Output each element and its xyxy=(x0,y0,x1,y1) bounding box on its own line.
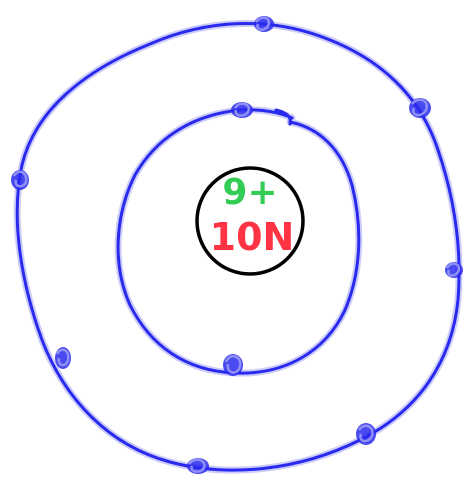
electron xyxy=(254,16,274,32)
protons-label: 9+ xyxy=(222,172,277,213)
electron xyxy=(231,102,253,118)
electron xyxy=(445,262,463,278)
electron xyxy=(223,354,243,376)
electron xyxy=(409,98,431,118)
electron xyxy=(55,347,71,369)
neutrons-label: 10N xyxy=(210,215,295,259)
electron xyxy=(187,458,209,474)
electron xyxy=(11,170,29,190)
nucleus: 9+ 10N xyxy=(197,168,303,274)
electron xyxy=(356,423,376,445)
